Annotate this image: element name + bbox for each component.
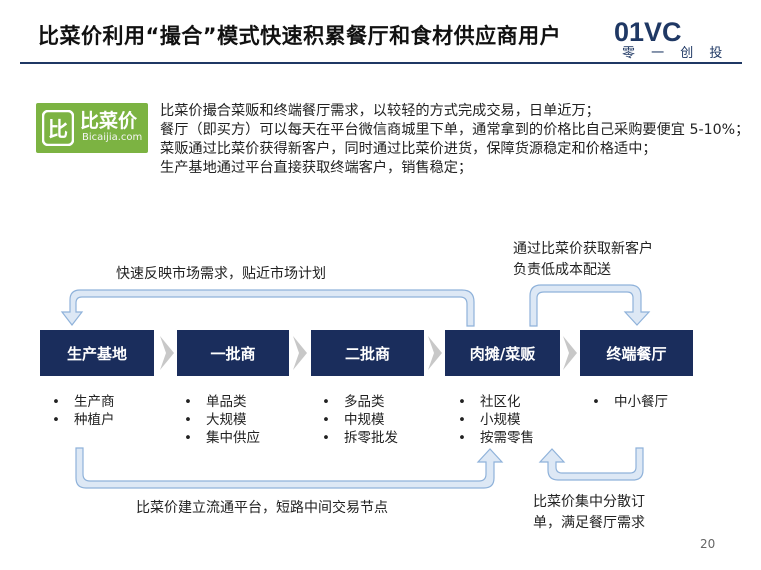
stage-bullets-second-wholesaler: 多品类 中规模 拆零批发 — [322, 393, 398, 447]
chevron-right-icon — [563, 336, 577, 370]
stage-bullets-restaurant: 中小餐厅 — [592, 393, 668, 411]
flow-label-aggregate-orders-2: 单，满足餐厅需求 — [533, 515, 645, 531]
stage-restaurant: 终端餐厅 — [580, 330, 693, 376]
stage-bullets-first-wholesaler: 单品类 大规模 集中供应 — [184, 393, 260, 447]
title-divider — [20, 62, 742, 64]
page-title: 比菜价利用“撮合”模式快速积累餐厅和食材供应商用户 — [38, 24, 562, 48]
list-item: 大规模 — [184, 411, 260, 429]
flow-label-aggregate-orders-1: 比菜价集中分散订 — [533, 494, 645, 510]
list-item: 单品类 — [184, 393, 260, 411]
flow-label-market-feedback: 快速反映市场需求，贴近市场计划 — [116, 266, 326, 282]
chevron-right-icon — [293, 336, 307, 370]
list-item: 生产商 — [52, 393, 115, 411]
stage-bullets-vendor: 社区化 小规模 按需零售 — [458, 393, 534, 447]
bicaijia-glyph-icon: 比 — [42, 110, 74, 146]
stage-second-wholesaler: 二批商 — [311, 330, 424, 376]
chevron-right-icon — [428, 336, 442, 370]
list-item: 小规模 — [458, 411, 534, 429]
stage-bullets-production-base: 生产商 种植户 — [52, 393, 115, 429]
logo-mark-text: 01VC — [614, 17, 682, 47]
flow-label-platform: 比菜价建立流通平台，短路中间交易节点 — [136, 500, 388, 516]
list-item: 中小餐厅 — [592, 393, 668, 411]
intro-line: 餐厅（即买方）可以每天在平台微信商城里下单，通常拿到的价格比自己采购要便宜 5-… — [160, 122, 750, 138]
logo-subtitle: 零 一 创 投 — [622, 46, 729, 61]
page-number: 20 — [700, 537, 716, 551]
intro-line: 比菜价撮合菜贩和终端餐厅需求，以较轻的方式完成交易，日单近万； — [160, 103, 600, 119]
list-item: 按需零售 — [458, 429, 534, 447]
bottom-right-flow-arrow — [538, 447, 644, 481]
stage-first-wholesaler: 一批商 — [177, 330, 289, 376]
list-item: 多品类 — [322, 393, 398, 411]
top-right-flow-arrow — [529, 284, 651, 327]
list-item: 社区化 — [458, 393, 534, 411]
flow-label-low-cost-delivery: 负责低成本配送 — [513, 262, 611, 278]
bicaijia-logo-url: Bicaijia.com — [82, 132, 143, 143]
list-item: 种植户 — [52, 411, 115, 429]
chevron-right-icon — [160, 336, 174, 370]
list-item: 中规模 — [322, 411, 398, 429]
bottom-left-flow-arrow — [75, 447, 504, 489]
stage-production-base: 生产基地 — [40, 330, 154, 376]
bicaijia-logo-name: 比菜价 — [80, 110, 138, 132]
top-left-flow-arrow — [60, 289, 475, 327]
list-item: 集中供应 — [184, 429, 260, 447]
01vc-logo: 01VC — [614, 17, 682, 47]
list-item: 拆零批发 — [322, 429, 398, 447]
intro-line: 生产基地通过平台直接获取终端客户，销售稳定； — [160, 160, 473, 176]
intro-line: 菜贩通过比菜价获得新客户，同时通过比菜价进货，保障货源稳定和价格适中； — [160, 141, 657, 157]
stage-vendor: 肉摊/菜贩 — [445, 330, 560, 376]
svg-text:比: 比 — [48, 117, 68, 141]
intro-paragraph: 比菜价撮合菜贩和终端餐厅需求，以较轻的方式完成交易，日单近万； 餐厅（即买方）可… — [160, 102, 755, 178]
flow-label-new-customers: 通过比菜价获取新客户 — [513, 241, 653, 257]
